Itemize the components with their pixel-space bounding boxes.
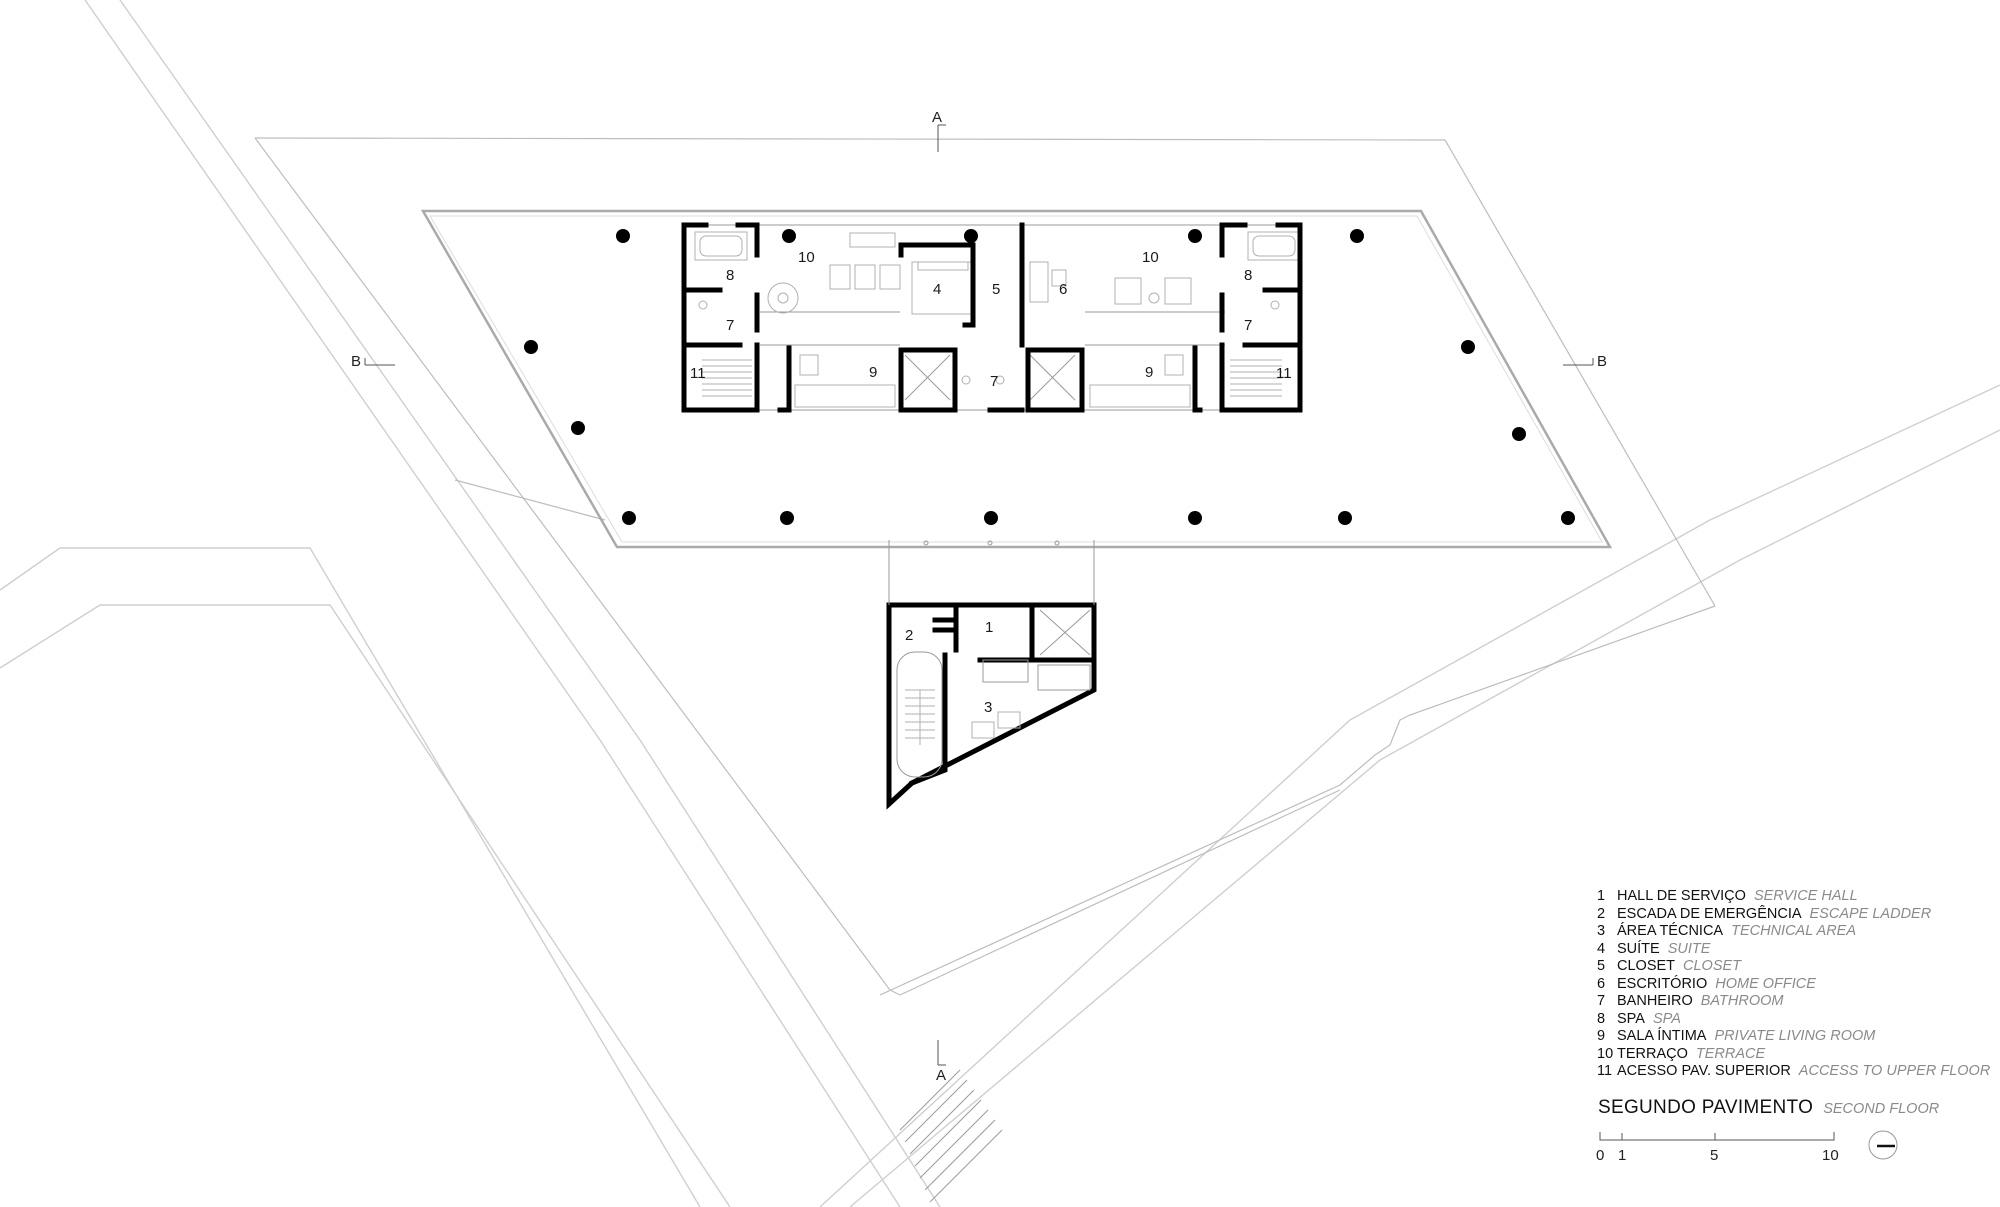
room-numbers: 10 8 7 11 9 4 5 6 7 10 8 7 11 9 1 2 3	[690, 249, 1292, 716]
structural-columns	[524, 229, 1575, 525]
legend-label-pt: ESCRITÓRIO	[1617, 975, 1708, 992]
legend-number: 5	[1597, 958, 1606, 974]
terrace-slab	[420, 209, 1613, 549]
room-label: 10	[1142, 249, 1159, 266]
legend-item: 2 ESCADA DE EMERGÊNCIA ESCAPE LADDER	[1597, 906, 1997, 924]
room-label: 3	[984, 699, 992, 716]
column	[1188, 229, 1202, 243]
legend-item: 7 BANHEIRO BATHROOM	[1597, 993, 1997, 1011]
room-label: 7	[726, 317, 734, 334]
column	[782, 229, 796, 243]
room-label: 10	[798, 249, 815, 266]
column	[1350, 229, 1364, 243]
legend-number: 3	[1597, 923, 1606, 939]
scale-bar: 0 1 5 10	[1596, 1132, 1839, 1164]
legend-number: 2	[1597, 905, 1606, 922]
scale-tick-label: 1	[1618, 1147, 1626, 1164]
section-b-right-label: B	[1597, 353, 1607, 370]
legend-number: 4	[1597, 940, 1606, 957]
room-label: 7	[1244, 317, 1252, 334]
floor-title-pt: SEGUNDO PAVIMENTO	[1598, 1097, 1814, 1118]
column	[1512, 427, 1526, 441]
room-legend: 1 HALL DE SERVIÇO SERVICE HALL 2 ESCADA DE E…	[1597, 888, 1997, 1081]
legend-number: 9	[1597, 1028, 1606, 1044]
legend-label-en: SUITE	[1667, 940, 1711, 957]
column	[622, 511, 636, 525]
room-label: 4	[933, 281, 941, 298]
column	[964, 229, 978, 243]
legend-item: 9 SALA ÍNTIMA PRIVATE LIVING ROOM	[1597, 1028, 1997, 1046]
room-label: 7	[990, 373, 998, 390]
legend-item: 4 SUÍTE SUITE	[1597, 941, 1997, 959]
column	[1461, 340, 1475, 354]
legend-label-pt: SPA	[1617, 1010, 1645, 1027]
legend-label-pt: BANHEIRO	[1617, 993, 1693, 1009]
legend-item: 1 HALL DE SERVIÇO SERVICE HALL	[1597, 888, 1997, 906]
legend-number: 7	[1597, 993, 1606, 1009]
column	[984, 511, 998, 525]
legend-label-pt: TERRAÇO	[1617, 1045, 1688, 1062]
section-markers: A A B B	[351, 109, 1607, 1084]
legend-label-en: HOME OFFICE	[1715, 975, 1816, 992]
floor-title: SEGUNDO PAVIMENTO SECOND FLOOR	[1598, 1097, 1939, 1119]
section-b-left-label: B	[351, 353, 361, 370]
column	[1338, 511, 1352, 525]
legend-number: 1	[1597, 888, 1606, 904]
legend-number: 10	[1597, 1045, 1614, 1062]
legend-item: 8 SPA SPA	[1597, 1011, 1997, 1029]
legend-label-pt: ÁREA TÉCNICA	[1617, 923, 1724, 939]
service-block	[886, 602, 1097, 810]
legend-label-pt: SUÍTE	[1617, 940, 1660, 957]
legend-number: 6	[1597, 975, 1606, 992]
legend-item: 3 ÁREA TÉCNICA TECHNICAL AREA	[1597, 923, 1997, 941]
legend-label-en: SPA	[1652, 1010, 1681, 1027]
room-label: 8	[726, 267, 734, 284]
room-label: 9	[869, 364, 877, 381]
walls-upper	[681, 222, 1303, 413]
legend-label-pt: ESCADA DE EMERGÊNCIA	[1617, 905, 1802, 922]
room-label: 1	[985, 619, 993, 636]
legend-number: 8	[1597, 1010, 1606, 1027]
room-label: 6	[1059, 281, 1067, 298]
column	[571, 421, 585, 435]
column	[616, 229, 630, 243]
legend-label-en: CLOSET	[1683, 958, 1742, 974]
room-label: 9	[1145, 364, 1153, 381]
column	[1188, 511, 1202, 525]
room-label: 11	[1276, 365, 1292, 382]
section-a-bottom-label: A	[936, 1067, 946, 1084]
scale-tick-label: 0	[1596, 1147, 1604, 1164]
legend-label-en: ESCAPE LADDER	[1809, 905, 1932, 922]
scale-tick-label: 5	[1710, 1147, 1718, 1164]
legend-item: 5 CLOSET CLOSET	[1597, 958, 1997, 976]
legend-number: 11	[1597, 1063, 1613, 1079]
north-arrow-icon	[1868, 1130, 1898, 1160]
legend-label-pt: ACESSO PAV. SUPERIOR	[1617, 1063, 1791, 1079]
legend-item: 6 ESCRITÓRIO HOME OFFICE	[1597, 976, 1997, 994]
legend-label-pt: CLOSET	[1617, 958, 1676, 974]
floor-title-en: SECOND FLOOR	[1823, 1101, 1940, 1117]
legend-label-en: TERRACE	[1695, 1045, 1766, 1062]
room-label: 8	[1244, 267, 1252, 284]
legend-label-en: TECHNICAL AREA	[1731, 923, 1857, 939]
bridge	[888, 540, 1095, 605]
room-label: 5	[992, 281, 1000, 298]
legend-label-pt: HALL DE SERVIÇO	[1617, 888, 1746, 904]
room-label: 11	[690, 365, 706, 382]
legend-label-en: ACCESS TO UPPER FLOOR	[1798, 1063, 1991, 1079]
column	[1561, 511, 1575, 525]
legend-label-en: BATHROOM	[1700, 993, 1784, 1009]
column	[780, 511, 794, 525]
legend-label-en: PRIVATE LIVING ROOM	[1714, 1028, 1876, 1044]
column	[524, 340, 538, 354]
legend-label-en: SERVICE HALL	[1753, 888, 1858, 904]
room-label: 2	[905, 627, 913, 644]
scale-tick-label: 10	[1822, 1147, 1839, 1164]
section-a-top-label: A	[932, 109, 942, 126]
legend-label-pt: SALA ÍNTIMA	[1617, 1028, 1707, 1044]
